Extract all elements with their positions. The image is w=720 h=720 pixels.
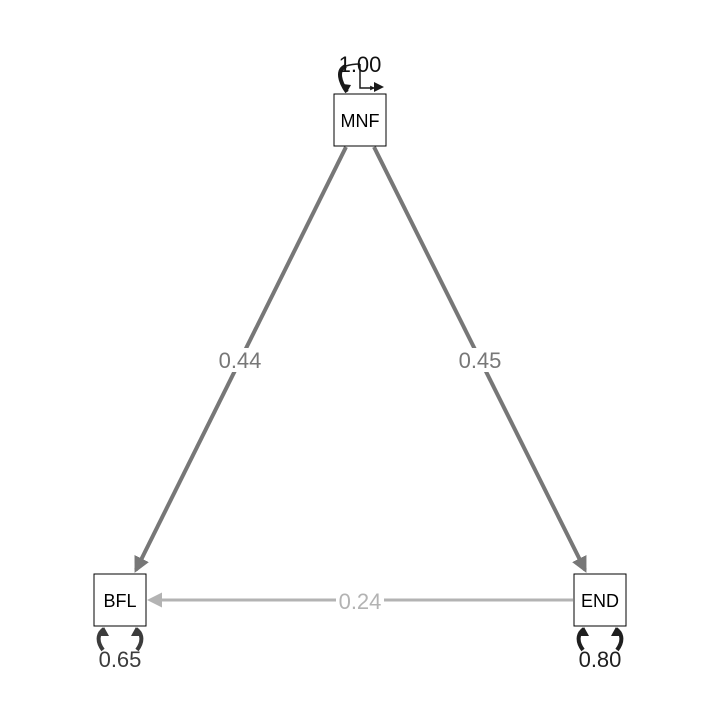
node-mnf: MNF xyxy=(333,93,387,147)
weight-text-mnf-to-bfl: 0.44 xyxy=(219,348,262,373)
variance-text-end: 0.80 xyxy=(579,647,622,672)
node-label-end: END xyxy=(581,591,619,611)
node-end: END xyxy=(573,573,627,627)
node-label-bfl: BFL xyxy=(103,591,136,611)
weight-label-mnf-to-bfl: 0.44 xyxy=(216,348,264,373)
variance-text-mnf: 1.00 xyxy=(339,52,382,77)
weight-label-end-to-bfl: 0.24 xyxy=(336,589,384,614)
variance-loop-end: 0.80 xyxy=(576,627,624,672)
variance-loop-mnf: 1.00 xyxy=(338,52,384,94)
node-label-mnf: MNF xyxy=(341,111,380,131)
variance-text-bfl: 0.65 xyxy=(99,647,142,672)
node-bfl: BFL xyxy=(93,573,147,627)
weight-text-end-to-bfl: 0.24 xyxy=(339,589,382,614)
variance-loop-bfl: 0.65 xyxy=(96,627,144,672)
weight-label-mnf-to-end: 0.45 xyxy=(456,348,504,373)
weight-text-mnf-to-end: 0.45 xyxy=(459,348,502,373)
